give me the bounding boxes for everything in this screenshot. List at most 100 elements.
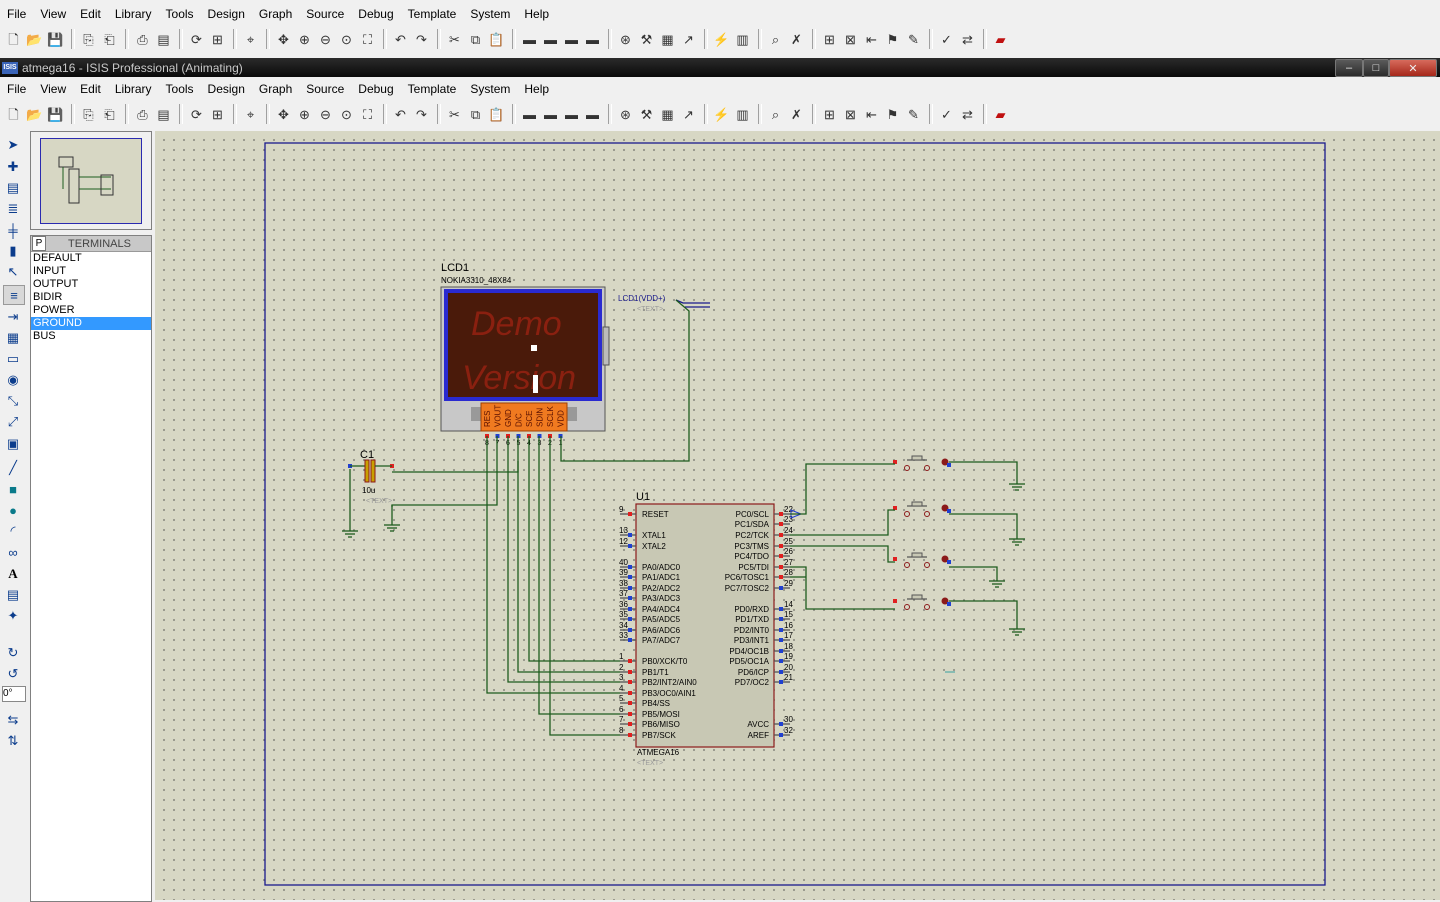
mcu-pin-marker[interactable] — [779, 554, 783, 558]
block-rotate-icon[interactable]: ▬ — [565, 31, 578, 47]
refresh-icon[interactable]: ⟳ — [191, 31, 202, 47]
mcu-pin-marker[interactable] — [628, 722, 632, 726]
ares-icon[interactable]: ▰ — [995, 31, 1006, 47]
mcu-pin-pc5-tdi[interactable]: PC5/TDI — [738, 563, 769, 572]
grid-icon[interactable]: ⊞ — [212, 31, 223, 47]
button-2-pin-a[interactable] — [893, 506, 897, 510]
block-copy-icon[interactable]: ▬ — [523, 31, 536, 47]
mcu-pin-pc0-scl[interactable]: PC0/SCL — [736, 510, 770, 519]
mcu-pin-pb1-t1[interactable]: PB1/T1 — [642, 668, 669, 677]
pan-icon[interactable]: ✥ — [278, 31, 289, 47]
mcu-pin-marker[interactable] — [628, 617, 632, 621]
exit-to-parent-icon[interactable]: ⇤ — [866, 106, 877, 122]
mcu-pin-number-4[interactable]: 4 — [619, 684, 624, 693]
inner-menu-template[interactable]: Template — [407, 82, 457, 96]
undo-icon[interactable]: ↶ — [395, 106, 406, 122]
make-device-icon[interactable]: ⚒ — [640, 31, 653, 47]
outer-menu-help[interactable]: Help — [524, 7, 550, 21]
search-icon[interactable]: ⌕ — [771, 31, 780, 47]
mcu-pin-marker[interactable] — [628, 544, 632, 548]
mcu-pin-pb4-ss[interactable]: PB4/SS — [642, 699, 670, 708]
origin-icon[interactable]: ⌖ — [246, 31, 255, 47]
bill-of-materials-icon[interactable]: ✎ — [908, 31, 919, 47]
terminal-item-ground[interactable]: GROUND — [31, 317, 151, 330]
search-icon[interactable]: ⌕ — [771, 106, 780, 122]
rotate-anticlockwise-icon[interactable]: ↺ — [7, 666, 19, 681]
print-area-icon[interactable]: ▤ — [157, 31, 170, 47]
mcu-pin-number-27[interactable]: 27 — [784, 558, 793, 567]
lcd-pin-name-sce[interactable]: SCE — [525, 411, 534, 427]
lcd-pin-name-vdd[interactable]: VDD — [557, 410, 566, 427]
mcu-pin-number-24[interactable]: 24 — [784, 526, 793, 535]
mcu-pin-marker[interactable] — [628, 659, 632, 663]
refresh-icon[interactable]: ⟳ — [191, 106, 202, 122]
electrical-rule-check-icon[interactable]: ✓ — [941, 106, 952, 122]
netlist-icon[interactable]: ⚑ — [886, 106, 899, 122]
mcu-pin-number-25[interactable]: 25 — [784, 537, 793, 546]
mcu-pin-marker[interactable] — [628, 701, 632, 705]
block-move-icon[interactable]: ▬ — [544, 106, 557, 122]
close-button[interactable]: ✕ — [1389, 59, 1437, 77]
mcu-pin-marker[interactable] — [628, 596, 632, 600]
wire-button4-gnd[interactable] — [949, 600, 1018, 621]
decompose-icon[interactable]: ↗ — [683, 31, 694, 47]
pick-devices-button[interactable]: P — [32, 236, 46, 251]
mcu-pin-number-2[interactable]: 2 — [619, 663, 624, 672]
wire-autorouter-icon[interactable]: ⚡ — [713, 106, 730, 122]
mcu-pin-pa7-adc7[interactable]: PA7/ADC7 — [642, 636, 681, 645]
mcu-pin-number-3[interactable]: 3 — [619, 673, 624, 682]
wire-lcd-pb7[interactable] — [549, 436, 620, 736]
mcu-pin-marker[interactable] — [779, 733, 783, 737]
mcu-pin-number-8[interactable]: 8 — [619, 726, 624, 735]
mcu-pin-number-22[interactable]: 22 — [784, 505, 793, 514]
mcu-pin-pd2-int0[interactable]: PD2/INT0 — [734, 626, 770, 635]
open-file-icon[interactable]: 📂 — [26, 106, 43, 122]
mcu-pin-number-21[interactable]: 21 — [784, 673, 793, 682]
save-file-icon[interactable]: 💾 — [47, 106, 64, 122]
new-file-icon[interactable]: 🗋 — [8, 106, 19, 122]
origin-icon[interactable]: ⌖ — [246, 106, 255, 122]
cut-icon[interactable]: ✂ — [449, 31, 460, 47]
button-4-pin-b[interactable] — [947, 602, 951, 606]
undo-icon[interactable]: ↶ — [395, 31, 406, 47]
cut-icon[interactable]: ✂ — [449, 106, 460, 122]
paste-icon[interactable]: 📋 — [488, 31, 505, 47]
inner-menu-library[interactable]: Library — [114, 82, 152, 96]
print-icon[interactable]: ⎙ — [137, 106, 148, 122]
wire-lcd-pb2[interactable] — [507, 436, 620, 683]
mcu-pin-marker[interactable] — [779, 628, 783, 632]
mcu-pin-number-12[interactable]: 12 — [619, 537, 628, 546]
electrical-rule-check-icon[interactable]: ✓ — [941, 31, 952, 47]
mcu-pin-marker[interactable] — [628, 512, 632, 516]
mcu-pin-marker[interactable] — [779, 670, 783, 674]
line-icon[interactable]: ╱ — [9, 460, 17, 475]
mcu-pin-number-6[interactable]: 6 — [619, 705, 624, 714]
button-3-pin-a[interactable] — [893, 557, 897, 561]
mirror-horizontal-icon[interactable]: ⇆ — [7, 712, 19, 727]
wire-label-icon[interactable]: ≣ — [7, 201, 19, 216]
mcu-pin-pa5-adc5[interactable]: PA5/ADC5 — [642, 615, 681, 624]
mcu-pin-number-13[interactable]: 13 — [619, 526, 628, 535]
mcu-pin-pa0-adc0[interactable]: PA0/ADC0 — [642, 563, 681, 572]
mcu-pin-marker[interactable] — [779, 617, 783, 621]
mcu-pin-pc3-tms[interactable]: PC3/TMS — [734, 542, 769, 551]
wire-lcd-pb1[interactable] — [517, 461, 620, 673]
terminal-item-bus[interactable]: BUS — [33, 330, 56, 342]
property-assignment-icon[interactable]: ▥ — [736, 31, 749, 47]
lcd-pin-name-sclk[interactable]: SCLK — [546, 405, 555, 427]
mirror-vertical-icon[interactable]: ⇅ — [7, 733, 19, 748]
mcu-pin-number-35[interactable]: 35 — [619, 610, 628, 619]
outer-menu-file[interactable]: File — [7, 7, 27, 21]
paste-icon[interactable]: 📋 — [488, 106, 505, 122]
mcu-pin-pb7-sck[interactable]: PB7/SCK — [642, 731, 676, 740]
minimize-button[interactable]: – — [1335, 59, 1363, 77]
grid-icon[interactable]: ⊞ — [212, 106, 223, 122]
junction-icon[interactable]: ▤ — [6, 180, 20, 195]
mcu-pin-marker[interactable] — [628, 586, 632, 590]
property-tool-icon[interactable]: ✗ — [791, 106, 802, 122]
inner-menu-file[interactable]: File — [7, 82, 27, 96]
mcu-pin-pb3-oc0-ain1[interactable]: PB3/OC0/AIN1 — [642, 689, 696, 698]
mcu-pin-number-17[interactable]: 17 — [784, 631, 793, 640]
netlist-transfer-icon[interactable]: ⇄ — [962, 31, 973, 47]
mcu-pin-marker[interactable] — [628, 533, 632, 537]
